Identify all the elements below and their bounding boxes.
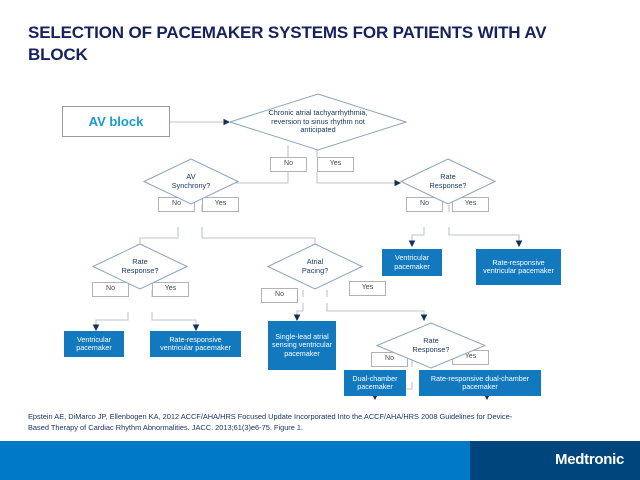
diamond-shape-icon [376, 322, 486, 369]
outcome-dual-chamber-label: Dual-chamber pacemaker [352, 373, 398, 391]
branch-rr-right-yes-label: Yes [464, 200, 477, 208]
branch-rr-dual-yes-label: Yes [464, 353, 477, 361]
node-av-block-label: AV block [88, 113, 144, 129]
decision-rate-response-right[interactable]: Rate Response? [400, 158, 496, 205]
citation-line-2: Based Therapy of Cardiac Rhythm Abnormal… [28, 423, 304, 433]
branch-av-synchrony-no-label: No [172, 200, 181, 208]
decision-atrial-pacing-line1: Atrial [306, 256, 324, 266]
decision-rate-response-dual-label: Rate Response? [407, 335, 456, 354]
branch-atrial-pacing-yes-label: Yes [361, 284, 374, 292]
decision-chronic-label: Chronic atrial tachyarrhythmia, reversio… [263, 108, 374, 135]
branch-av-synchrony-yes-label: Yes [214, 200, 227, 208]
branch-rate-response-right-no[interactable]: No [406, 197, 443, 212]
outcome-rate-responsive-dual-chamber[interactable]: Rate-responsive dual-chamber pacemaker [419, 370, 541, 396]
outcome-rr-ventricular-right-label: Rate-responsive ventricular pacemaker [483, 257, 554, 275]
decision-rate-response-right-label: Rate Response? [424, 171, 473, 190]
branch-atrial-pacing-yes[interactable]: Yes [349, 281, 386, 296]
branch-atrial-pacing-no-label: No [275, 291, 284, 299]
branch-atrial-pacing-no[interactable]: No [261, 288, 298, 303]
node-av-block[interactable]: AV block [62, 106, 170, 137]
decision-atrial-pacing-label: Atrial Pacing? [296, 256, 334, 275]
decision-rr-dual-line2: Response? [412, 344, 450, 354]
branch-chronic-no-label: No [284, 160, 293, 168]
decision-rate-response-dual[interactable]: Rate Response? [376, 322, 486, 369]
diamond-shape-icon [267, 243, 363, 290]
branch-rr-left-no-label: No [106, 285, 115, 293]
decision-atrial-pacing[interactable]: Atrial Pacing? [267, 243, 363, 290]
decision-rr-right-line1: Rate [440, 171, 456, 181]
outcome-rate-responsive-ventricular-right[interactable]: Rate-responsive ventricular pacemaker [476, 249, 561, 285]
branch-rate-response-left-no[interactable]: No [92, 282, 129, 297]
branch-rr-dual-no-label: No [385, 355, 394, 363]
footer-brand-block [470, 441, 640, 480]
outcome-ventricular-pacemaker-left[interactable]: Ventricular pacemaker [64, 331, 124, 357]
footer-accent-block [0, 441, 470, 480]
decision-av-synchrony-label: AV Synchrony? [166, 171, 217, 190]
outcome-ventricular-right-label: Ventricular pacemaker [394, 253, 430, 271]
diamond-shape-icon [229, 93, 407, 151]
branch-rate-response-right-yes[interactable]: Yes [452, 197, 489, 212]
branch-chronic-yes[interactable]: Yes [317, 157, 354, 172]
decision-rr-left-line1: Rate [132, 256, 148, 266]
decision-av-synchrony-line2: Synchrony? [171, 180, 211, 190]
branch-chronic-yes-label: Yes [329, 160, 342, 168]
outcome-dual-chamber-pacemaker[interactable]: Dual-chamber pacemaker [344, 370, 406, 396]
decision-chronic-line2: reversion to sinus rhythm not [271, 116, 365, 126]
page-title: SELECTION OF PACEMAKER SYSTEMS FOR PATIE… [28, 23, 547, 65]
footer-bar: Medtronic [0, 441, 640, 480]
decision-rate-response-left-label: Rate Response? [116, 256, 165, 275]
outcome-ventricular-pacemaker-right[interactable]: Ventricular pacemaker [382, 249, 442, 276]
decision-rr-dual-line1: Rate [423, 335, 439, 345]
decision-chronic-atrial-tachyarrhythmia[interactable]: Chronic atrial tachyarrhythmia, reversio… [229, 93, 407, 151]
outcome-single-lead-label: Single-lead atrial sensing ventricular p… [272, 331, 332, 358]
branch-rate-response-left-yes[interactable]: Yes [152, 282, 189, 297]
decision-chronic-line3: anticipated [300, 125, 336, 135]
branch-chronic-no[interactable]: No [270, 157, 307, 172]
decision-rate-response-left[interactable]: Rate Response? [92, 243, 188, 290]
branch-rr-right-no-label: No [420, 200, 429, 208]
decision-av-synchrony[interactable]: AV Synchrony? [143, 158, 239, 205]
citation-line-1: Epstein AE, DiMarco JP, Ellenbogen KA, 2… [28, 412, 513, 421]
decision-chronic-line1: Chronic atrial tachyarrhythmia, [268, 108, 368, 118]
branch-rate-response-dual-no[interactable]: No [371, 352, 408, 367]
brand-logo: Medtronic [555, 451, 624, 468]
outcome-rate-responsive-ventricular-left[interactable]: Rate-responsive ventricular pacemaker [150, 331, 241, 357]
outcome-ventricular-left-label: Ventricular pacemaker [76, 334, 112, 352]
outcome-single-lead-atrial-sensing[interactable]: Single-lead atrial sensing ventricular p… [268, 321, 336, 370]
outcome-rr-dual-chamber-label: Rate-responsive dual-chamber pacemaker [430, 373, 530, 391]
citation: Epstein AE, DiMarco JP, Ellenbogen KA, 2… [28, 411, 616, 434]
decision-rr-left-line2: Response? [121, 265, 159, 275]
outcome-rr-ventricular-left-label: Rate-responsive ventricular pacemaker [160, 334, 231, 352]
decision-av-synchrony-line1: AV [186, 171, 196, 181]
diamond-shape-icon [400, 158, 496, 205]
decision-rr-right-line2: Response? [429, 180, 467, 190]
decision-atrial-pacing-line2: Pacing? [301, 265, 329, 275]
diamond-shape-icon [143, 158, 239, 205]
branch-av-synchrony-yes[interactable]: Yes [202, 197, 239, 212]
branch-rr-left-yes-label: Yes [164, 285, 177, 293]
diamond-shape-icon [92, 243, 188, 290]
